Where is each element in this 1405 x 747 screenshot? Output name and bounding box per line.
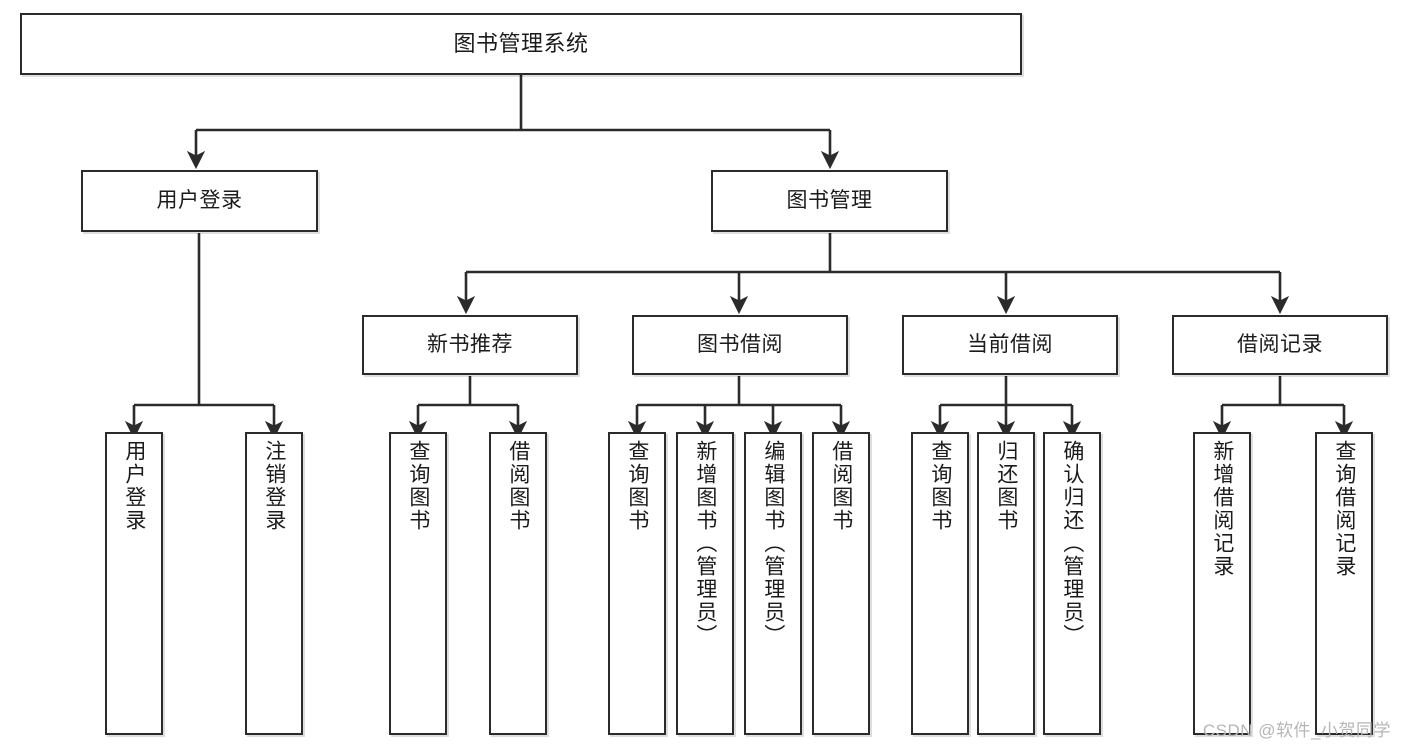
node-label: 新书推荐 (427, 332, 513, 356)
leaf-current-borrow-return-book[interactable]: 归还图书 (977, 432, 1035, 735)
node-label: 编辑图书（管理员） (761, 440, 785, 647)
leaf-book-borrow-edit-book-admin[interactable]: 编辑图书（管理员） (744, 432, 802, 735)
leaf-user-login-logout[interactable]: 注销登录 (245, 432, 303, 735)
leaf-user-login-login[interactable]: 用户登录 (105, 432, 163, 735)
leaf-current-borrow-confirm-return-admin[interactable]: 确认归还（管理员） (1043, 432, 1101, 735)
node-book-borrow[interactable]: 图书借阅 (632, 315, 848, 375)
node-label: 新增借阅记录 (1210, 440, 1234, 578)
leaf-borrow-record-query-record[interactable]: 查询借阅记录 (1315, 432, 1373, 735)
node-label: 注销登录 (262, 440, 286, 532)
node-label: 图书管理 (786, 188, 873, 212)
leaf-book-borrow-add-book-admin[interactable]: 新增图书（管理员） (676, 432, 734, 735)
leaf-current-borrow-query-book[interactable]: 查询图书 (911, 432, 969, 735)
node-label: 查询图书 (928, 440, 952, 532)
node-borrow-record[interactable]: 借阅记录 (1172, 315, 1388, 375)
node-label: 查询图书 (625, 440, 649, 532)
node-label: 图书借阅 (697, 332, 783, 356)
node-label: 归还图书 (994, 440, 1018, 532)
leaf-borrow-record-add-record[interactable]: 新增借阅记录 (1193, 432, 1251, 735)
node-current-borrow[interactable]: 当前借阅 (902, 315, 1118, 375)
node-label: 新增图书（管理员） (693, 440, 717, 647)
leaf-book-borrow-query-book[interactable]: 查询图书 (608, 432, 666, 735)
leaf-new-book-borrow-book[interactable]: 借阅图书 (489, 432, 547, 735)
node-label: 借阅图书 (506, 440, 530, 532)
node-user-login[interactable]: 用户登录 (81, 170, 318, 232)
node-label: 查询图书 (406, 440, 430, 532)
node-label: 图书管理系统 (453, 31, 589, 57)
node-label: 借阅图书 (829, 440, 853, 532)
node-label: 用户登录 (156, 188, 243, 212)
node-label: 当前借阅 (967, 332, 1053, 356)
leaf-book-borrow-borrow-book[interactable]: 借阅图书 (812, 432, 870, 735)
node-label: 查询借阅记录 (1332, 440, 1356, 578)
node-label: 用户登录 (122, 440, 146, 532)
leaf-new-book-query-book[interactable]: 查询图书 (389, 432, 447, 735)
node-new-book-recommend[interactable]: 新书推荐 (362, 315, 578, 375)
node-book-management[interactable]: 图书管理 (711, 170, 948, 232)
watermark-text: CSDN @软件_小贺同学 (1202, 721, 1391, 740)
node-label: 借阅记录 (1237, 332, 1323, 356)
node-label: 确认归还（管理员） (1060, 440, 1084, 647)
node-root-book-management-system[interactable]: 图书管理系统 (20, 13, 1022, 75)
